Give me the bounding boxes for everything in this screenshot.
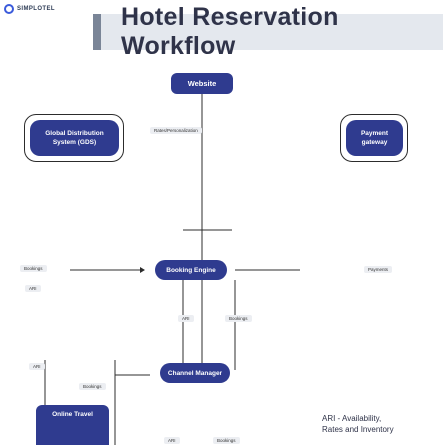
node-booking-engine: Booking Engine xyxy=(155,260,227,280)
label-ari-be-cm: ARI xyxy=(178,315,194,322)
node-gds-frame: Global Distribution System (GDS) xyxy=(24,114,124,162)
label-bookings-cm-left: Bookings xyxy=(79,383,106,390)
simplotel-logo-icon xyxy=(4,4,14,14)
legend-line-1: ARI - Availability, xyxy=(322,414,382,423)
node-gds: Global Distribution System (GDS) xyxy=(30,120,119,156)
brand-logo: SIMPLOTEL xyxy=(4,4,55,14)
node-channel-manager: Channel Manager xyxy=(160,363,230,383)
label-payments: Payments xyxy=(364,266,393,273)
arrowhead-gds-booking-engine xyxy=(140,267,145,273)
node-channel-manager-label: Channel Manager xyxy=(167,369,223,377)
node-payment-frame: Payment gateway xyxy=(340,114,408,162)
page-title: Hotel Reservation Workflow xyxy=(121,3,339,60)
node-online-travel-label: Online Travel xyxy=(52,411,93,418)
node-payment: Payment gateway xyxy=(346,120,403,156)
node-website: Website xyxy=(171,73,233,94)
label-ari-cm-left: ARI xyxy=(29,363,45,370)
node-booking-engine-label: Booking Engine xyxy=(166,266,216,274)
label-ari-bottom: ARI xyxy=(164,437,180,444)
brand-name: SIMPLOTEL xyxy=(17,6,55,12)
label-bookings-gds-be: Bookings xyxy=(20,265,47,272)
legend-line-2: Rates and Inventory xyxy=(322,425,394,434)
label-ari-gds: ARI xyxy=(25,285,41,292)
label-bookings-bottom: Bookings xyxy=(213,437,240,444)
node-online-travel: Online Travel xyxy=(36,405,109,445)
node-website-label: Website xyxy=(187,79,217,88)
label-rates-personalization: Rates/Personalization xyxy=(150,127,202,134)
node-gds-label: Global Distribution System (GDS) xyxy=(45,130,104,146)
node-payment-label: Payment gateway xyxy=(360,130,389,146)
title-banner: Hotel Reservation Workflow xyxy=(93,3,443,60)
label-bookings-be-cm: Bookings xyxy=(225,315,252,322)
legend: ARI - Availability, Rates and Inventory xyxy=(322,413,394,435)
